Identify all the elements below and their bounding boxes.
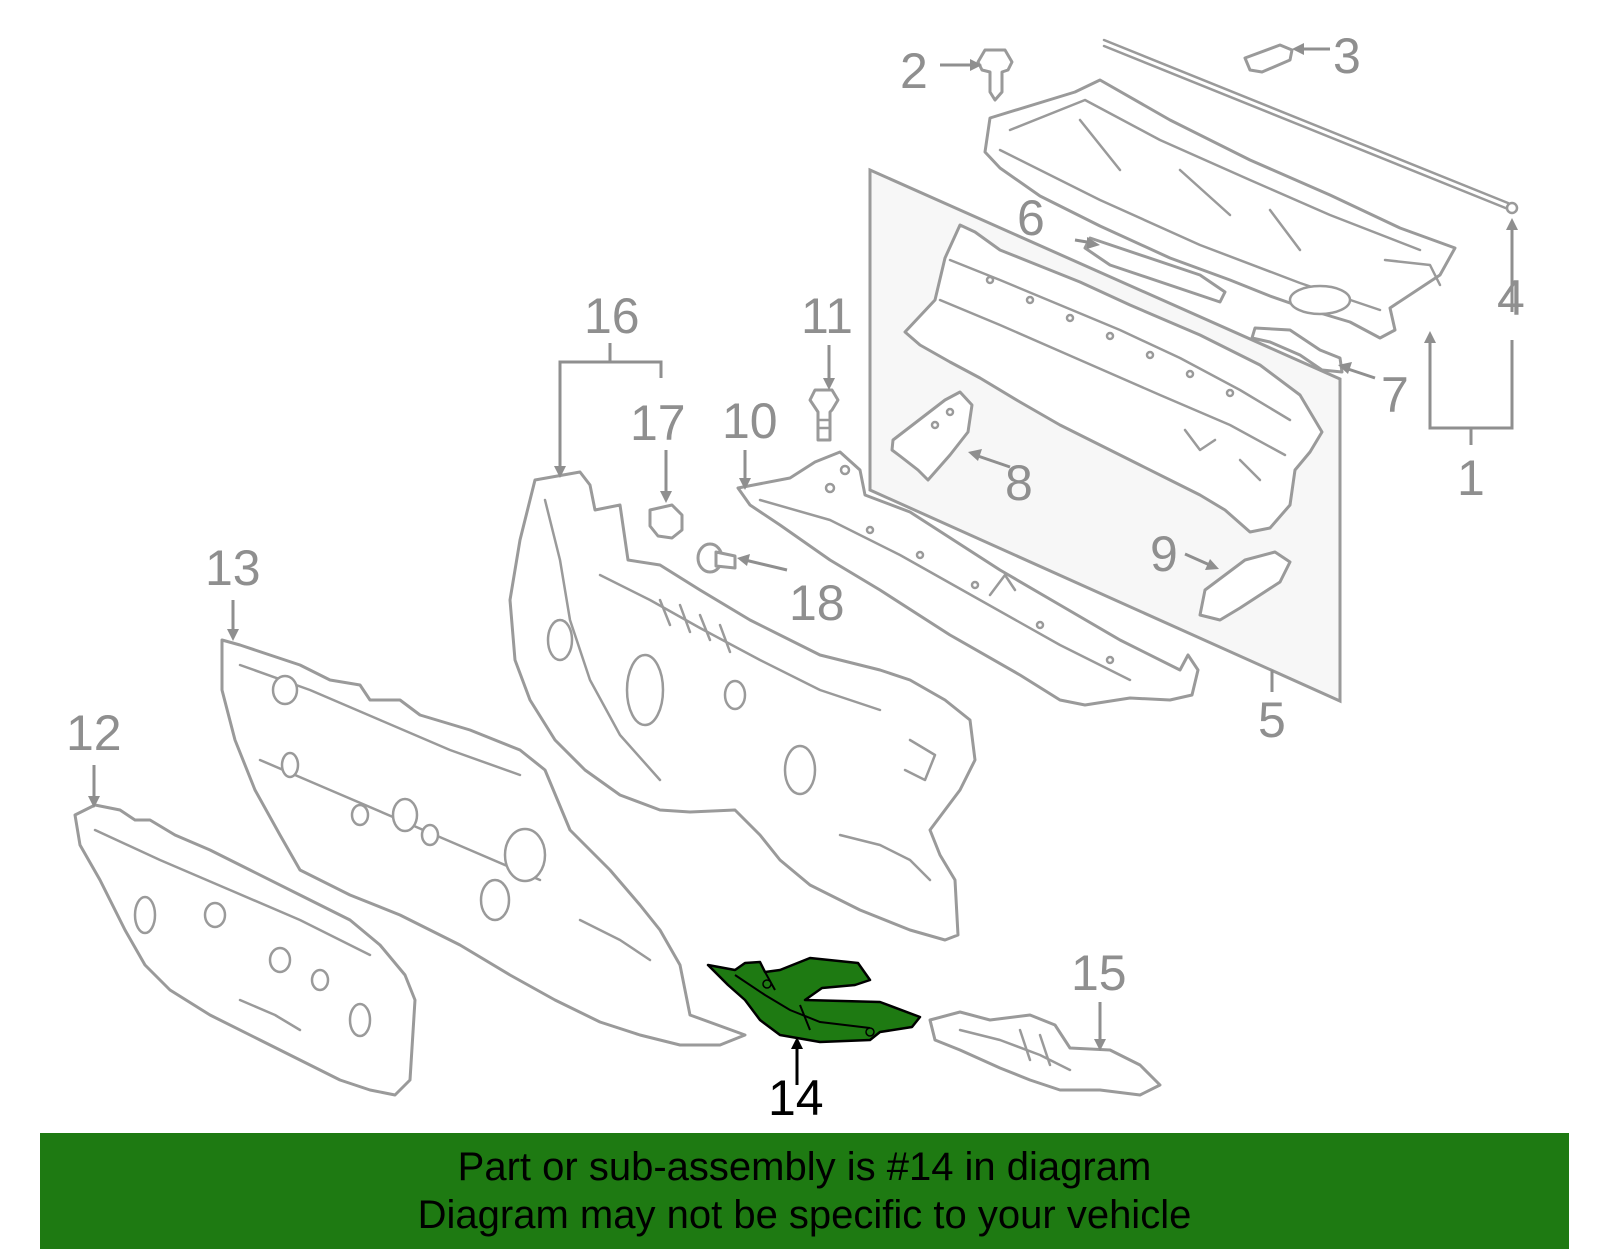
part-13-insulator: [220, 638, 747, 1047]
part-4-seal-strip: [1102, 38, 1519, 215]
callout-5: 5: [1258, 692, 1286, 748]
part-18-plug: [696, 542, 737, 574]
callout-13: 13: [205, 540, 261, 596]
callout-2: 2: [900, 43, 928, 99]
callout-12: 12: [66, 705, 122, 761]
part-5-cowl-panel: [903, 223, 1324, 534]
part-11-bolt: [808, 388, 840, 442]
part-16-dash-panel: [508, 470, 977, 942]
banner-line-disclaimer: Diagram may not be specific to your vehi…: [417, 1193, 1192, 1237]
part-12-insulator: [73, 803, 417, 1097]
callout-1: 1: [1457, 450, 1485, 506]
callout-17: 17: [630, 395, 686, 451]
part-3-clip: [1243, 43, 1294, 74]
callout-11: 11: [801, 288, 853, 344]
part-6-seal: [1083, 236, 1227, 304]
callout-6: 6: [1017, 190, 1045, 246]
callout-14: 14: [768, 1070, 824, 1126]
callout-8: 8: [1005, 455, 1033, 511]
part-2-clip: [976, 48, 1014, 102]
callout-18: 18: [789, 575, 845, 631]
part-14-insulator-highlighted[interactable]: [706, 956, 922, 1044]
info-banner: Part or sub-assembly is #14 in diagram D…: [40, 1133, 1569, 1249]
part-1-cowl-top-panel: [983, 78, 1457, 340]
callout-7: 7: [1381, 367, 1409, 423]
part-17-grommet: [648, 503, 684, 540]
part-10-reinforcement: [736, 450, 1200, 707]
callout-9: 9: [1150, 526, 1178, 582]
callout-15: 15: [1071, 945, 1127, 1001]
leader-lines: [88, 43, 1518, 1085]
callout-3: 3: [1333, 28, 1361, 84]
callout-16: 16: [584, 288, 640, 344]
part-9-bracket: [1198, 550, 1292, 622]
part-7-seal: [1250, 326, 1344, 374]
part-15-insulator: [928, 1010, 1162, 1097]
part-8-bracket: [890, 390, 974, 482]
callout-labels: 1 2 3 4 5 6 7 8 9 10 11 12 13 14 15 16 1…: [66, 28, 1525, 1126]
callout-4: 4: [1497, 270, 1525, 326]
callout-10: 10: [722, 393, 778, 449]
banner-line-part-number: Part or sub-assembly is #14 in diagram: [457, 1145, 1152, 1189]
